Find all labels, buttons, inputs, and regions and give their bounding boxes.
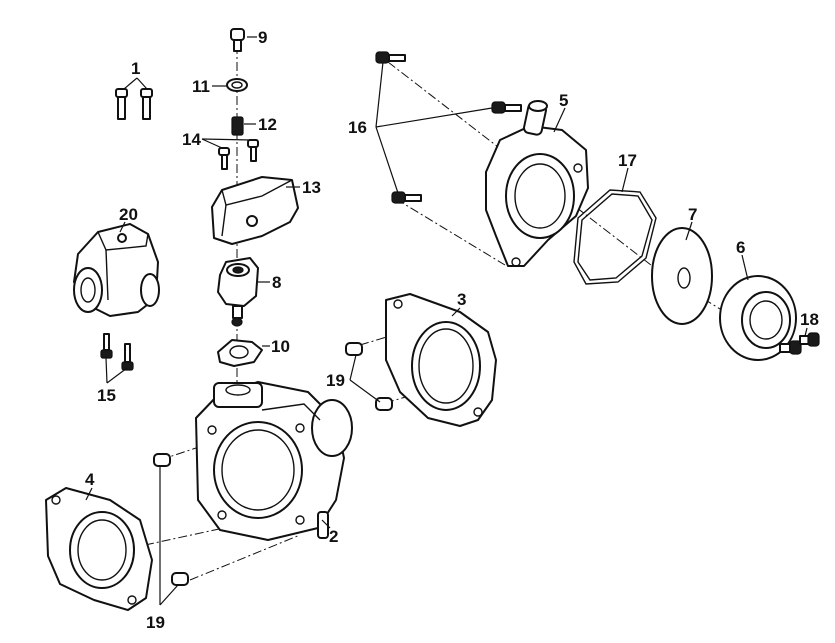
plug-part-12 [231,116,244,136]
callout-2: 2 [329,527,338,546]
callout-4: 4 [85,470,95,489]
o-ring-part-17 [573,189,657,285]
cover-part-13 [211,176,299,245]
gasket-part-3 [385,293,497,427]
dowels-part-19 [153,342,393,586]
callout-19-upper: 19 [326,371,345,390]
washer-part-11 [226,78,248,92]
callout-19-lower: 19 [146,613,165,632]
bolts-part-1 [115,88,153,120]
cover-part-6 [719,275,797,361]
bolts-part-14 [218,139,259,170]
callout-3: 3 [457,290,466,309]
callout-9: 9 [258,28,267,47]
callout-12: 12 [258,115,277,134]
gasket-part-10 [217,339,263,367]
callout-8: 8 [272,273,281,292]
callout-1: 1 [131,59,140,78]
tensioner-part-8 [217,257,259,327]
callout-labels: 1 9 11 12 14 13 20 8 10 15 16 5 17 7 6 1… [85,28,819,632]
callout-15: 15 [97,386,116,405]
callout-20: 20 [119,205,138,224]
callout-18: 18 [800,310,819,329]
callout-5: 5 [559,91,568,110]
callout-11: 11 [192,77,210,96]
gasket-part-4 [45,487,153,611]
callout-10: 10 [271,337,290,356]
callout-7: 7 [688,205,697,224]
callout-14: 14 [182,130,201,149]
callout-17: 17 [618,151,637,170]
callout-13: 13 [302,178,321,197]
callout-6: 6 [736,238,745,257]
leader-lines [85,36,808,606]
housing-part-20 [73,223,160,317]
disc-part-7 [651,227,713,325]
cylinder-part-2 [195,381,353,541]
bolts-part-18 [779,332,820,355]
pump-cover-part-5 [485,100,589,267]
callout-16: 16 [348,118,367,137]
bolt-part-9 [230,28,245,52]
bolts-part-15 [100,333,134,371]
